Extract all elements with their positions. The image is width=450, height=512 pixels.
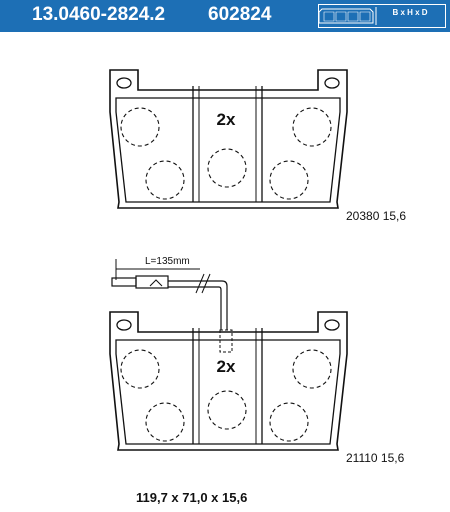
pad-code-top: 20380 15,6 bbox=[346, 209, 407, 223]
pad-code-bottom: 21110 15,6 bbox=[346, 451, 405, 465]
brake-pad-bottom: 2x bbox=[109, 311, 348, 451]
wear-sensor: L=135mm bbox=[111, 256, 228, 330]
reference-number: 602824 bbox=[208, 4, 272, 25]
pad-quantity-label: 2x bbox=[217, 110, 236, 129]
brake-pad-drawing: 2x 2x L=135mm bbox=[109, 69, 348, 451]
part-number: 13.0460-2824.2 bbox=[32, 4, 166, 25]
pad-dimensions: 119,7 x 71,0 x 15,6 bbox=[136, 490, 248, 505]
dimension-icon: B x H x D bbox=[318, 4, 446, 28]
header-bar: 13.0460-2824.2 602824 B x H x D bbox=[0, 0, 450, 32]
pad-quantity-label: 2x bbox=[217, 357, 236, 376]
brake-pad-top: 2x bbox=[109, 69, 348, 209]
dimension-icon-label: B x H x D bbox=[392, 8, 427, 17]
sensor-length-label: L=135mm bbox=[145, 256, 190, 267]
